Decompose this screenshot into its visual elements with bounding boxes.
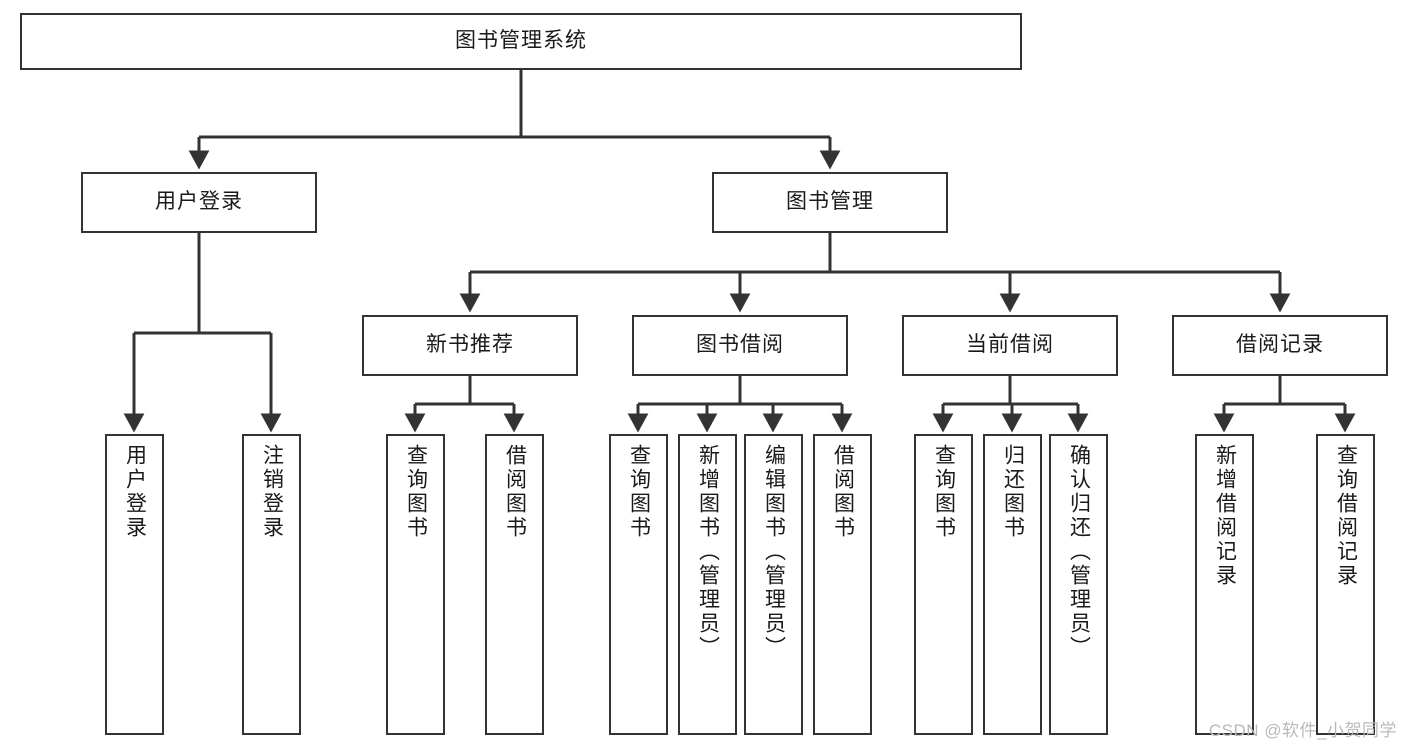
node-leaf-query-book-3[interactable]: 查询图书 <box>914 434 973 735</box>
node-root-label: 图书管理系统 <box>455 29 587 53</box>
node-leaf-add-record-label: 新增借阅记录 <box>1213 444 1237 588</box>
node-leaf-query-book-2-label: 查询图书 <box>627 444 651 540</box>
node-leaf-add-record[interactable]: 新增借阅记录 <box>1195 434 1254 735</box>
node-leaf-borrow-book-2-label: 借阅图书 <box>831 444 855 540</box>
node-book-manage-label: 图书管理 <box>786 190 874 214</box>
node-user-login-label: 用户登录 <box>155 190 243 214</box>
node-leaf-query-book-2[interactable]: 查询图书 <box>609 434 668 735</box>
node-leaf-query-record[interactable]: 查询借阅记录 <box>1316 434 1375 735</box>
node-leaf-query-record-label: 查询借阅记录 <box>1334 444 1358 588</box>
node-leaf-add-book-label: 新增图书（管理员） <box>696 444 720 660</box>
node-leaf-logout-login-label: 注销登录 <box>260 444 284 540</box>
node-new-book-recommend-label: 新书推荐 <box>426 333 514 357</box>
node-leaf-borrow-book-1-label: 借阅图书 <box>503 444 527 540</box>
node-book-manage[interactable]: 图书管理 <box>712 172 948 233</box>
node-new-book-recommend[interactable]: 新书推荐 <box>362 315 578 376</box>
watermark: CSDN @软件_小贺同学 <box>1208 721 1397 740</box>
node-leaf-logout-login[interactable]: 注销登录 <box>242 434 301 735</box>
node-leaf-borrow-book-2[interactable]: 借阅图书 <box>813 434 872 735</box>
node-user-login[interactable]: 用户登录 <box>81 172 317 233</box>
node-current-borrow-label: 当前借阅 <box>966 333 1054 357</box>
node-root[interactable]: 图书管理系统 <box>20 13 1022 70</box>
node-leaf-query-book-1-label: 查询图书 <box>404 444 428 540</box>
node-leaf-return-book[interactable]: 归还图书 <box>983 434 1042 735</box>
node-leaf-user-login[interactable]: 用户登录 <box>105 434 164 735</box>
node-leaf-edit-book[interactable]: 编辑图书（管理员） <box>744 434 803 735</box>
node-leaf-query-book-1[interactable]: 查询图书 <box>386 434 445 735</box>
node-leaf-confirm-return-label: 确认归还（管理员） <box>1067 444 1091 660</box>
node-book-borrow[interactable]: 图书借阅 <box>632 315 848 376</box>
node-leaf-confirm-return[interactable]: 确认归还（管理员） <box>1049 434 1108 735</box>
node-book-borrow-label: 图书借阅 <box>696 333 784 357</box>
node-leaf-return-book-label: 归还图书 <box>1001 444 1025 540</box>
node-leaf-edit-book-label: 编辑图书（管理员） <box>762 444 786 660</box>
node-leaf-query-book-3-label: 查询图书 <box>932 444 956 540</box>
node-leaf-add-book[interactable]: 新增图书（管理员） <box>678 434 737 735</box>
node-borrow-record[interactable]: 借阅记录 <box>1172 315 1388 376</box>
node-leaf-user-login-label: 用户登录 <box>123 444 147 540</box>
node-borrow-record-label: 借阅记录 <box>1236 333 1324 357</box>
node-current-borrow[interactable]: 当前借阅 <box>902 315 1118 376</box>
node-leaf-borrow-book-1[interactable]: 借阅图书 <box>485 434 544 735</box>
